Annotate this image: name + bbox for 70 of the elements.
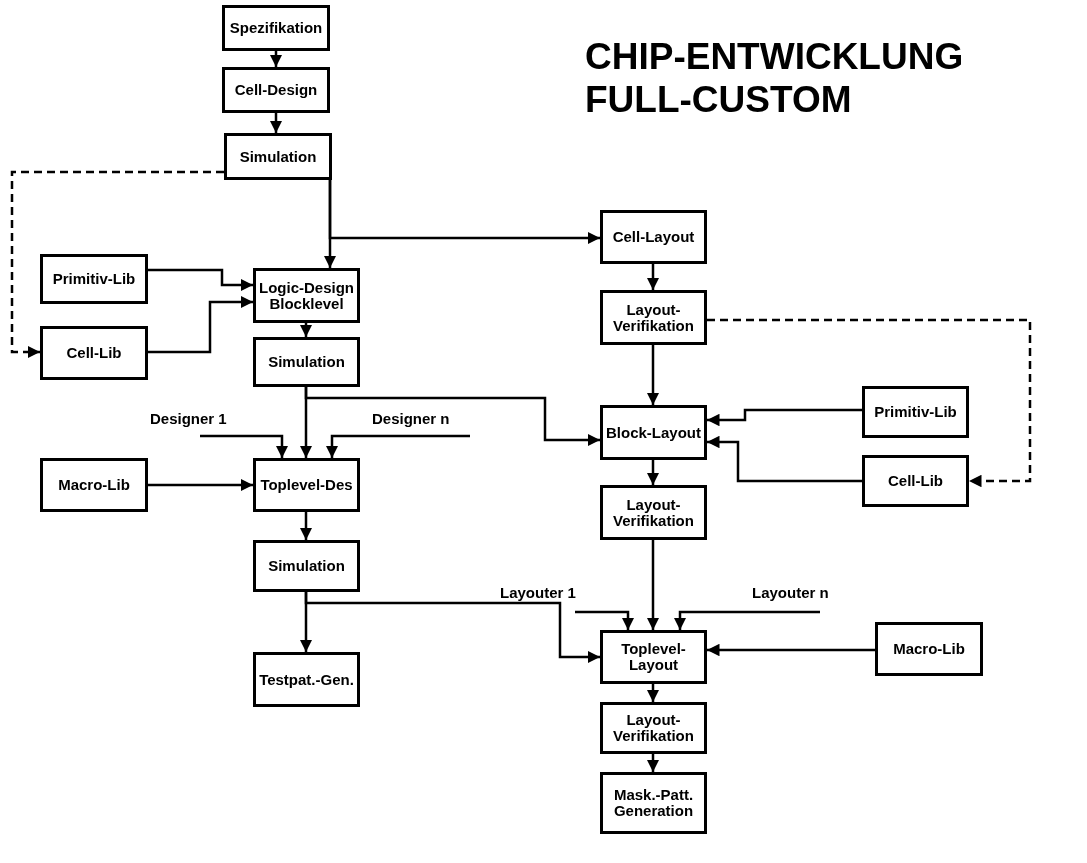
arrow	[646, 460, 660, 485]
box-label: Layout-Verifikation	[612, 496, 695, 529]
edge-label: Designer n	[372, 410, 450, 427]
process-box	[222, 5, 330, 51]
process-box	[253, 268, 360, 323]
edge-label: Designer 1	[150, 410, 227, 427]
process-box	[224, 133, 332, 180]
process-box	[875, 622, 983, 676]
box-label: Layout-Verifikation	[612, 301, 695, 334]
process-box	[600, 630, 707, 684]
arrow	[304, 592, 600, 664]
process-box	[253, 540, 360, 592]
box-label: Macro-Lib	[893, 641, 965, 657]
arrow	[646, 540, 660, 630]
arrow	[328, 180, 600, 245]
arrow	[269, 113, 283, 133]
box-label: Toplevel-Des	[260, 477, 353, 493]
box-label: Toplevel-Layout	[620, 641, 687, 673]
arrow	[269, 51, 283, 67]
diagram-title: CHIP-ENTWICKLUNG FULL-CUSTOM	[585, 36, 965, 122]
arrow	[707, 435, 862, 483]
arrow	[299, 323, 313, 337]
arrow	[575, 610, 635, 630]
box-label: Cell-Design	[234, 82, 318, 98]
arrow	[646, 345, 660, 405]
box-label: Layout-Verifikation	[612, 712, 695, 744]
arrow	[148, 295, 253, 354]
arrow	[200, 434, 289, 458]
box-label: Simulation	[239, 148, 317, 165]
process-box	[222, 67, 330, 113]
arrow	[148, 478, 253, 492]
arrow	[299, 512, 313, 540]
box-label: Mask.-Patt. Generation	[612, 787, 695, 819]
process-box	[40, 254, 148, 304]
arrow	[646, 264, 660, 290]
arrow	[325, 434, 470, 458]
box-label: Primitiv-Lib	[52, 271, 136, 287]
dashed-arrow	[707, 318, 1032, 488]
process-box	[253, 458, 360, 512]
box-label: Primitiv-Lib	[874, 404, 957, 420]
box-label: Cell-Layout	[612, 229, 695, 245]
process-box	[600, 702, 707, 754]
arrow	[673, 610, 820, 630]
arrow	[646, 754, 660, 772]
box-label: Cell-Lib	[66, 345, 122, 361]
process-box	[253, 337, 360, 387]
box-label: Cell-Lib	[888, 473, 943, 489]
box-label: Simulation	[268, 558, 345, 574]
process-box	[40, 458, 148, 512]
process-box	[600, 485, 707, 540]
process-box	[600, 405, 707, 460]
arrow	[646, 684, 660, 702]
arrow	[304, 387, 600, 447]
arrow	[148, 268, 253, 292]
box-label: Testpat.-Gen.	[259, 671, 354, 688]
process-box	[600, 210, 707, 264]
process-box	[600, 290, 707, 345]
process-box	[862, 386, 969, 438]
arrow	[707, 643, 875, 657]
process-box	[600, 772, 707, 834]
dashed-arrow	[10, 170, 224, 359]
process-box	[862, 455, 969, 507]
box-label: Macro-Lib	[58, 477, 130, 493]
box-label: Spezifikation	[229, 20, 323, 36]
process-box	[253, 652, 360, 707]
process-box	[40, 326, 148, 380]
box-label: Simulation	[268, 354, 345, 370]
arrow	[707, 408, 862, 427]
box-label: Block-Layout	[606, 424, 701, 441]
box-label: Logic-Design Blocklevel	[258, 279, 355, 312]
